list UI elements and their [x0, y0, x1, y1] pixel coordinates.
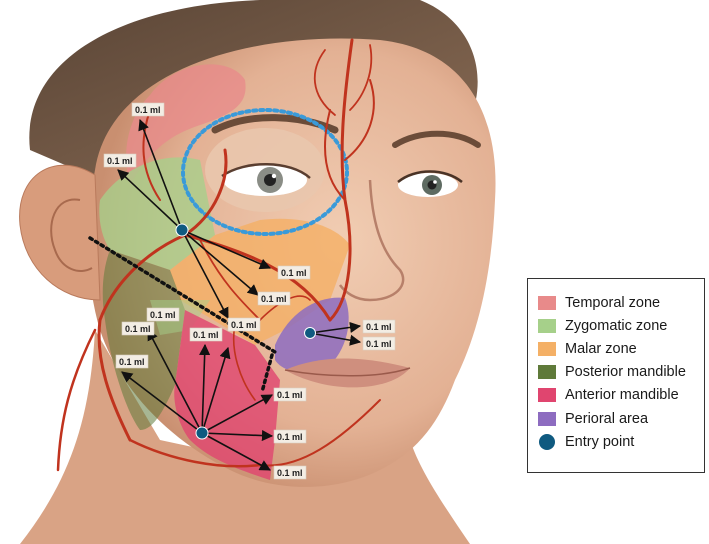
- legend-swatch-temporal: [538, 295, 556, 310]
- svg-text:0.1 ml: 0.1 ml: [231, 320, 257, 330]
- legend-item-perioral: Perioral area: [538, 407, 694, 430]
- upper-entry-point: [175, 223, 189, 237]
- legend-swatch-entry-point: [539, 433, 555, 450]
- legend-swatch-posterior-mandible: [538, 365, 556, 380]
- dose-label-lower-1: 0.1 ml: [146, 307, 180, 322]
- svg-text:0.1 ml: 0.1 ml: [281, 268, 307, 278]
- perioral-arrows: [309, 321, 362, 346]
- legend-item-posterior-mandible: Posterior mandible: [538, 361, 694, 384]
- svg-text:0.1 ml: 0.1 ml: [277, 390, 303, 400]
- svg-text:0.1 ml: 0.1 ml: [107, 156, 133, 166]
- legend-label-posterior-mandible: Posterior mandible: [565, 364, 686, 381]
- mandible-boundary: [88, 236, 277, 354]
- dose-label-lower-5: 0.1 ml: [273, 387, 307, 402]
- zone-boundaries: [88, 236, 277, 394]
- dose-label-lower-3: 0.1 ml: [189, 327, 223, 342]
- dose-labels: 0.1 ml 0.1 ml 0.1 ml 0.1 ml 0.1 ml 0.1 m…: [103, 102, 396, 480]
- dose-label-upper-4: 0.1 ml: [257, 291, 291, 306]
- dose-label-upper-2: 0.1 ml: [103, 153, 137, 168]
- svg-text:0.1 ml: 0.1 ml: [277, 468, 303, 478]
- legend-item-entry-point: Entry point: [538, 430, 694, 453]
- injection-arrows: [117, 118, 362, 471]
- lower-entry-point: [195, 426, 209, 440]
- legend: Temporal zone Zygomatic zone Malar zone …: [527, 278, 705, 473]
- svg-text:0.1 ml: 0.1 ml: [119, 357, 145, 367]
- neck: [20, 330, 470, 544]
- legend-swatch-zygomatic: [538, 318, 556, 333]
- legend-label-anterior-mandible: Anterior mandible: [565, 387, 679, 404]
- legend-swatch-anterior-mandible: [538, 388, 556, 403]
- perioral-entry-point: [304, 327, 316, 339]
- dose-label-lower-7: 0.1 ml: [273, 465, 307, 480]
- dose-label-perioral-2: 0.1 ml: [362, 336, 396, 351]
- legend-swatch-malar: [538, 341, 556, 356]
- upper-arrows: [117, 118, 272, 319]
- legend-item-malar: Malar zone: [538, 337, 694, 360]
- dose-label-upper-3: 0.1 ml: [277, 265, 311, 280]
- svg-text:0.1 ml: 0.1 ml: [193, 330, 219, 340]
- svg-text:0.1 ml: 0.1 ml: [135, 105, 161, 115]
- svg-text:0.1 ml: 0.1 ml: [277, 432, 303, 442]
- legend-label-entry-point: Entry point: [565, 433, 635, 450]
- posterior-mandible-zone: [102, 250, 185, 430]
- nose: [338, 179, 405, 302]
- lips: [285, 358, 410, 388]
- legend-label-zygomatic: Zygomatic zone: [565, 317, 668, 334]
- legend-label-malar: Malar zone: [565, 340, 637, 357]
- legend-swatch-perioral: [538, 411, 556, 426]
- perioral-boundary: [260, 353, 274, 394]
- legend-item-zygomatic: Zygomatic zone: [538, 314, 694, 337]
- dose-label-perioral-1: 0.1 ml: [362, 319, 396, 334]
- svg-text:0.1 ml: 0.1 ml: [366, 322, 392, 332]
- svg-text:0.1 ml: 0.1 ml: [150, 310, 176, 320]
- dose-label-lower-6: 0.1 ml: [273, 429, 307, 444]
- svg-text:0.1 ml: 0.1 ml: [125, 324, 151, 334]
- ear: [19, 164, 101, 301]
- legend-item-anterior-mandible: Anterior mandible: [538, 384, 694, 407]
- dose-label-lower-4: 0.1 ml: [115, 354, 149, 369]
- dose-label-upper-1: 0.1 ml: [131, 102, 165, 117]
- dose-label-lower-2: 0.1 ml: [121, 321, 155, 336]
- right-brow: [392, 130, 481, 148]
- dose-label-upper-5: 0.1 ml: [227, 317, 261, 332]
- temporal-zone: [126, 64, 246, 185]
- legend-label-temporal: Temporal zone: [565, 294, 661, 311]
- svg-text:0.1 ml: 0.1 ml: [366, 339, 392, 349]
- legend-label-perioral: Perioral area: [565, 410, 649, 427]
- svg-text:0.1 ml: 0.1 ml: [261, 294, 287, 304]
- legend-item-temporal: Temporal zone: [538, 291, 694, 314]
- lower-arrows: [121, 329, 274, 471]
- periorbital-outline: [181, 108, 349, 236]
